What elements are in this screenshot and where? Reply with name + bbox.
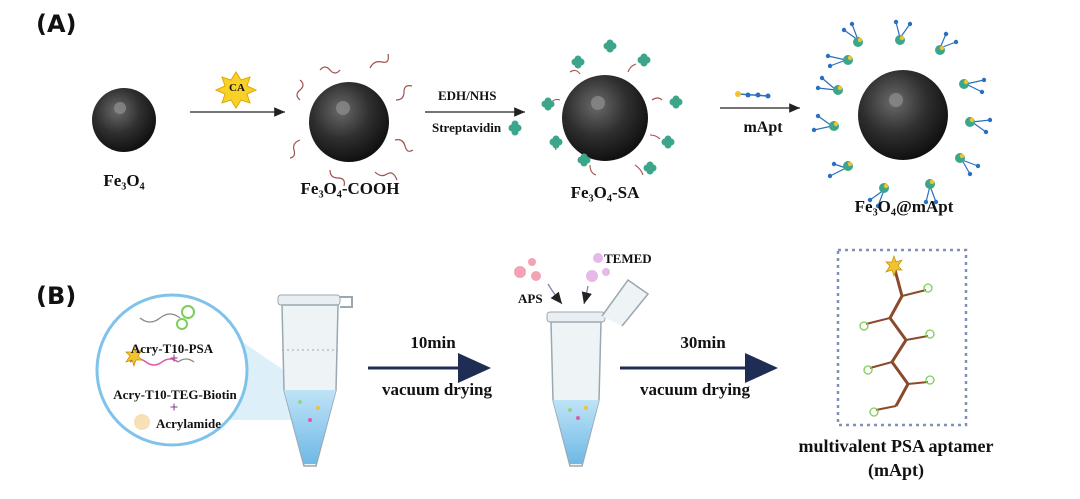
label-acry-t10-psa: Acry-T10-PSA [130, 341, 214, 356]
label-mapt-step: mApt [743, 119, 783, 136]
label-result-line2: (mApt) [868, 460, 924, 480]
ca-badge-label: CA [229, 82, 245, 94]
particle-fe3o4 [92, 88, 156, 152]
panel-b-label: (B) [36, 282, 77, 310]
plus-2: + [169, 400, 179, 416]
label-fe3o4-sa: Fe₃O₄-SA [570, 183, 640, 202]
label-result-line1: multivalent PSA aptamer [798, 436, 994, 456]
aptamer-icon [735, 91, 771, 99]
panel-a-label: (A) [36, 10, 77, 38]
streptavidin-icon [508, 120, 522, 136]
label-fe3o4-cooh: Fe₃O₄-COOH [300, 179, 400, 198]
mixture-circle [95, 293, 249, 447]
aps-drops [514, 258, 563, 305]
label-streptavidin: Streptavidin [432, 120, 502, 135]
ca-star-icon [214, 71, 258, 109]
label-vacuum-drying-1: vacuum drying [381, 380, 493, 399]
plus-1: + [169, 351, 179, 367]
label-aps: APS [518, 291, 543, 306]
label-acrylamide: Acrylamide [156, 416, 221, 431]
particle-fe3o4-mapt [811, 19, 993, 209]
temed-drops [581, 253, 610, 305]
particle-fe3o4-cooh [289, 53, 414, 187]
tube-1 [277, 294, 353, 467]
label-acry-t10-teg-biotin: Acry-T10-TEG-Biotin [113, 387, 237, 402]
label-edh-nhs: EDH/NHS [438, 88, 497, 103]
particle-fe3o4-sa [541, 39, 683, 176]
label-30min: 30min [680, 333, 726, 352]
label-fe3o4: Fe₃O₄ [103, 171, 145, 190]
label-vacuum-drying-2: vacuum drying [639, 380, 751, 399]
label-10min: 10min [410, 333, 456, 352]
polymer-box [836, 248, 968, 427]
label-temed: TEMED [604, 251, 652, 266]
tube-2 [546, 278, 650, 467]
label-fe3o4-mapt: Fe₃O₄@mApt [854, 197, 954, 216]
